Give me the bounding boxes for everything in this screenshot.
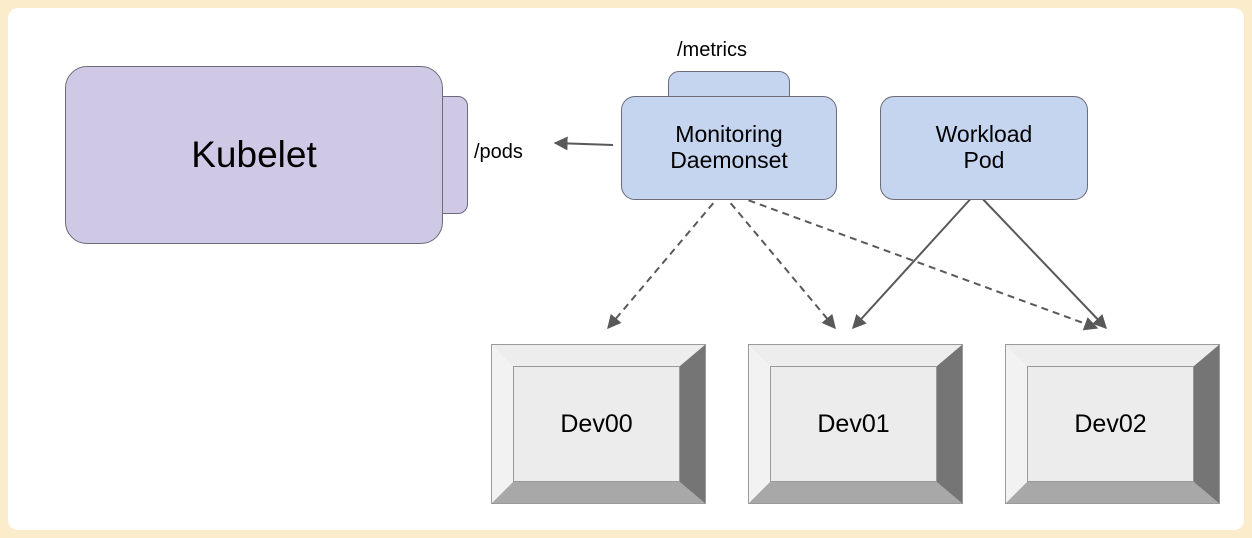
monitoring-daemonset-label: Monitoring Daemonset <box>670 121 788 174</box>
workload-pod-label: Workload Pod <box>935 121 1033 174</box>
monitoring-label-line2: Daemonset <box>670 147 788 173</box>
node-device-dev01[interactable]: Dev01 <box>748 344 963 504</box>
device-face: Dev02 <box>1027 366 1194 482</box>
edge-monitoring-to-pods <box>553 136 614 151</box>
device-face: Dev00 <box>513 366 680 482</box>
edge-workload-to-dev02 <box>977 193 1107 330</box>
device-face: Dev01 <box>770 366 937 482</box>
edge-monitoring-to-dev00 <box>607 193 722 330</box>
device-label: Dev02 <box>1074 409 1147 438</box>
device-label: Dev01 <box>817 409 890 438</box>
diagram-canvas: Kubelet /pods Monitoring Daemonset /metr… <box>8 8 1244 530</box>
kubelet-label: Kubelet <box>191 134 317 176</box>
label-metrics-endpoint: /metrics <box>677 39 747 61</box>
monitoring-label-line1: Monitoring <box>675 121 783 148</box>
node-monitoring-daemonset[interactable]: Monitoring Daemonset <box>621 96 837 200</box>
device-label: Dev00 <box>560 409 633 438</box>
edge-monitoring-to-dev02 <box>725 191 1099 331</box>
edge-workload-to-dev01 <box>852 193 976 330</box>
node-device-dev00[interactable]: Dev00 <box>491 344 706 504</box>
workload-label-line2: Pod <box>963 147 1005 173</box>
node-device-dev02[interactable]: Dev02 <box>1005 344 1220 504</box>
workload-label-line1: Workload <box>935 121 1033 148</box>
node-kubelet[interactable]: Kubelet <box>65 66 443 244</box>
label-pods-endpoint: /pods <box>474 141 523 163</box>
node-workload-pod[interactable]: Workload Pod <box>880 96 1088 200</box>
edge-monitoring-to-dev01 <box>722 193 836 330</box>
